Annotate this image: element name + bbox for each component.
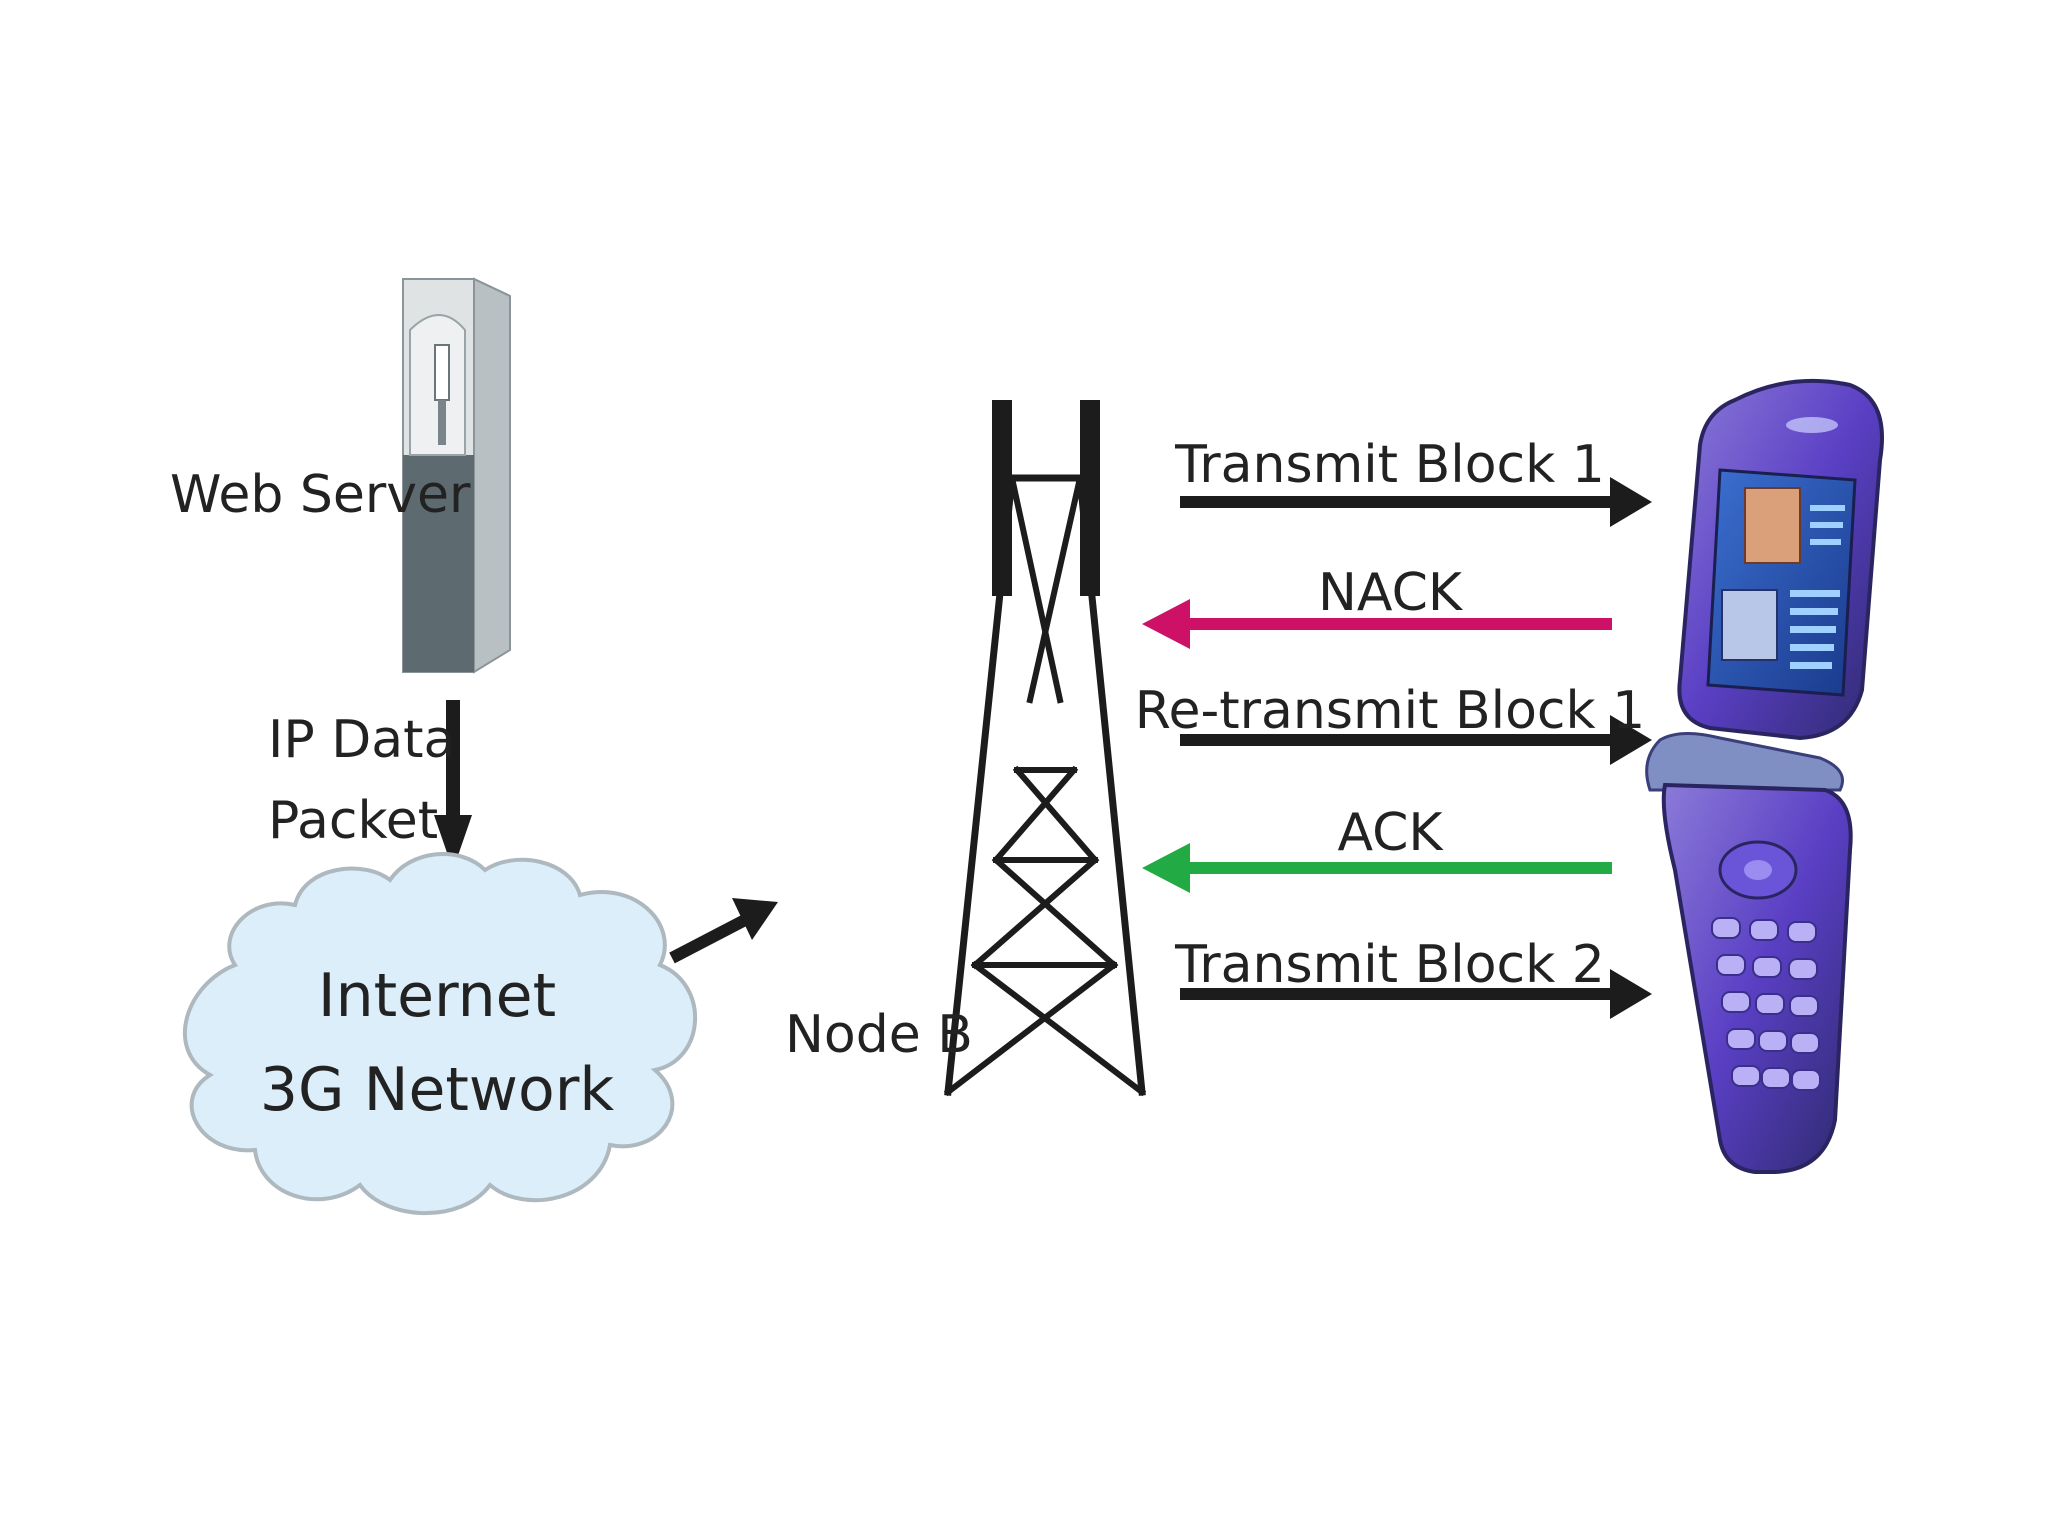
message-arrow [1142,843,1612,893]
flip-phone-icon [1645,378,1884,1174]
message-label: ACK [1337,803,1444,863]
cloud-label-internet: Internet [318,961,556,1031]
to-node-b-arrow [669,898,778,964]
message-label: Re-transmit Block 1 [1135,681,1646,741]
message-arrow [1180,477,1652,527]
server-tower-icon [402,277,511,674]
message-arrow [1142,599,1612,649]
message-label: NACK [1318,563,1464,623]
ip-data-label: IP Data [268,710,455,770]
cloud-icon [183,852,697,1216]
cell-tower-icon [943,400,1147,1097]
node-b-label: Node B [785,1005,973,1065]
web-server-label: Web Server [170,465,471,525]
cloud-label-network: 3G Network [260,1055,615,1125]
packet-label: Packet [268,791,438,851]
message-label: Transmit Block 2 [1174,935,1605,995]
packet-down-arrow [434,700,472,870]
message-arrow [1180,715,1652,765]
message-label: Transmit Block 1 [1174,435,1605,495]
message-arrow [1180,969,1652,1019]
